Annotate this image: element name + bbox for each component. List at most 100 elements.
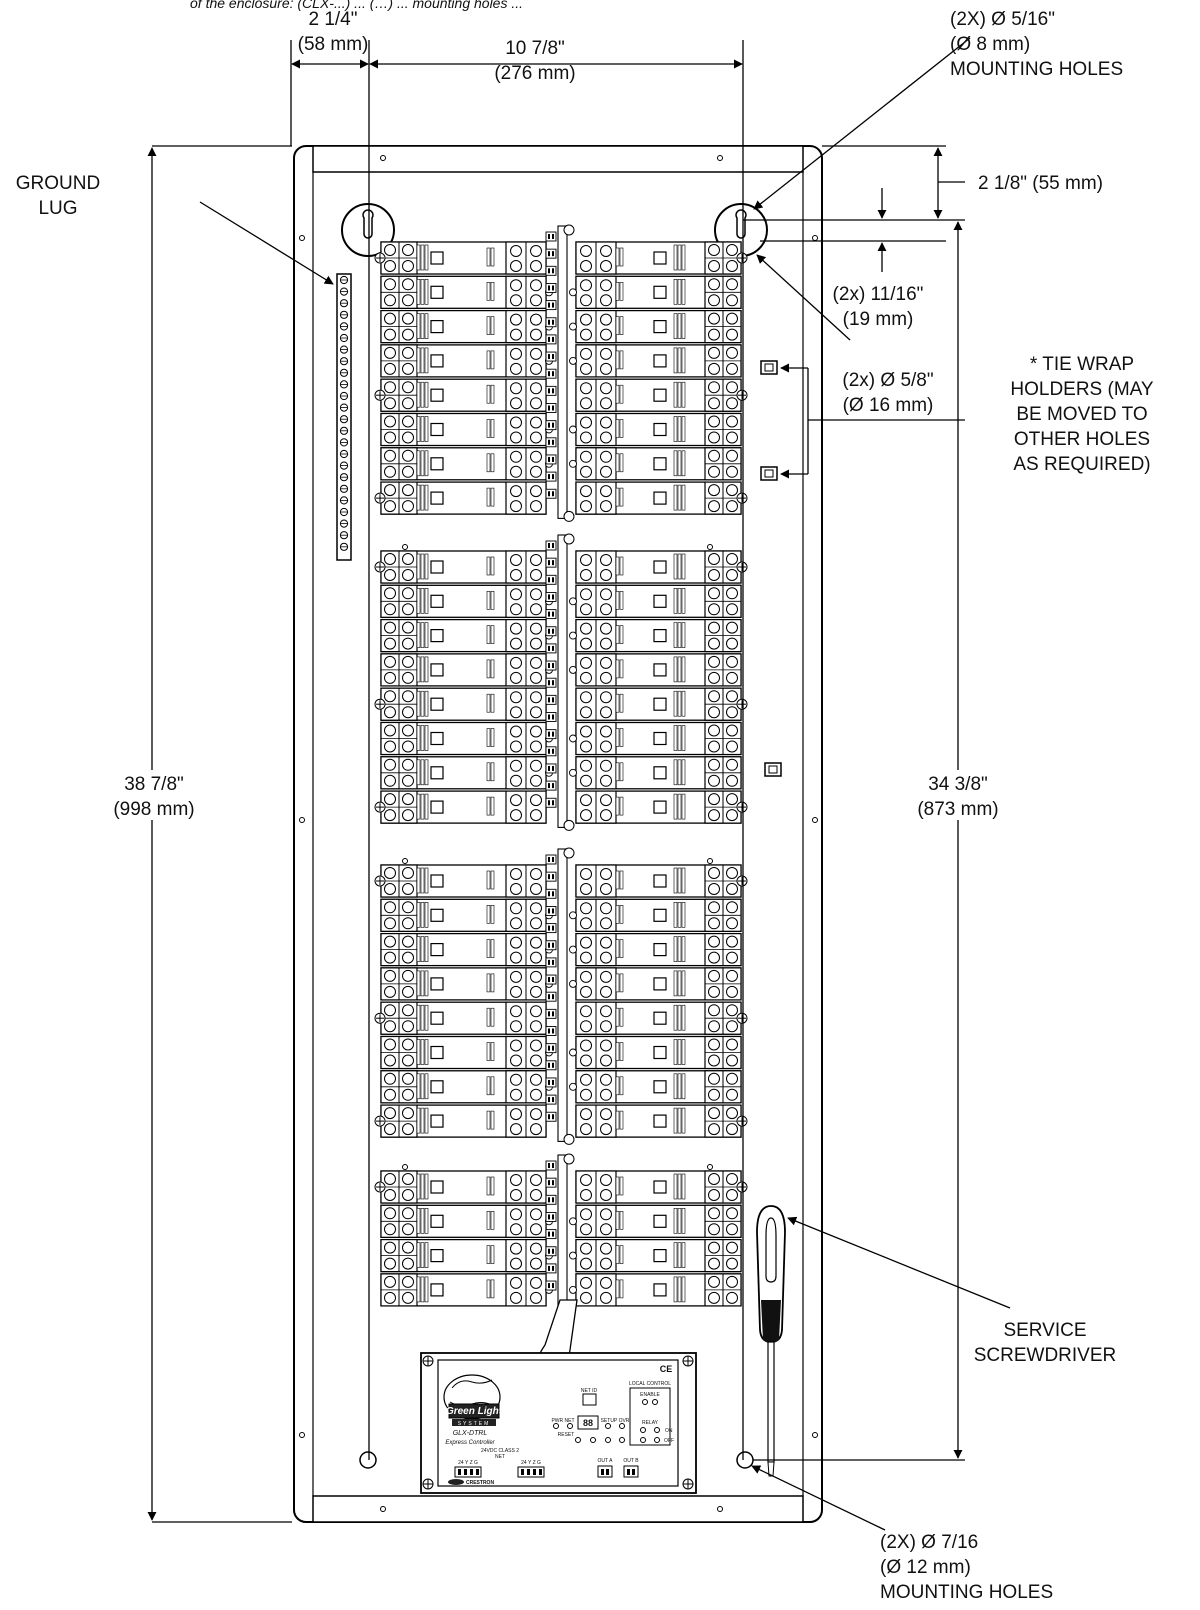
local-control-label: LOCAL CONTROL [629, 1381, 671, 1387]
header-caption: of the enclosure: (CLX-...) ... (…) ... … [190, 0, 523, 11]
relay-module [575, 481, 748, 515]
out-b-label: OUT B [623, 1458, 639, 1464]
relay-module [569, 721, 742, 756]
relay-module [380, 721, 553, 756]
top-holes-line1: (2X) Ø 5/16" [950, 9, 1055, 30]
relay-module [569, 275, 742, 309]
relay-module [575, 550, 748, 584]
ground-lug-bar [336, 273, 352, 561]
relay-module [569, 412, 742, 447]
relay-module [380, 584, 553, 618]
relay-module [569, 653, 742, 687]
dim-hole-height-mm: (873 mm) [917, 799, 998, 820]
screwdriver-line1: SERVICE [1003, 1320, 1086, 1341]
service-screwdriver [756, 1205, 786, 1477]
dim-slot-dia-mm: (Ø 16 mm) [843, 395, 934, 416]
relay-module [374, 864, 547, 898]
relay-module [380, 1070, 553, 1104]
ground-lug-line2: LUG [38, 198, 77, 219]
svg-text:88: 88 [583, 1418, 593, 1428]
screwdriver-line2: SCREWDRIVER [974, 1345, 1117, 1366]
relay-module [569, 1204, 742, 1238]
bus-rail [557, 534, 568, 828]
relay-module [374, 1001, 547, 1035]
express-controller: Green Light SYSTEM GLX-DTRL Express Cont… [420, 1352, 697, 1494]
relay-module [575, 1001, 748, 1035]
relay-module [380, 967, 553, 1001]
relay-module [380, 344, 553, 378]
relay-module [575, 790, 748, 824]
relay-module [380, 618, 553, 653]
relay-module [380, 447, 553, 481]
relay-module [569, 1070, 742, 1104]
relay-module [569, 898, 742, 932]
relay-module [575, 241, 748, 275]
tie-wrap-line4: OTHER HOLES [1014, 429, 1150, 450]
relay-module [380, 309, 553, 344]
relay-module [380, 653, 553, 687]
dim-slot-dia-in: (2x) Ø 5/8" [842, 370, 933, 391]
relay-module [569, 584, 742, 618]
relay-module [569, 932, 742, 967]
on-label: ON [665, 1428, 673, 1434]
pwr-net-label: PWR NET [551, 1418, 574, 1424]
relay-module [374, 1104, 547, 1138]
net-pins-2: 24 Y Z G [521, 1460, 541, 1466]
setup-label: SETUP OVR [601, 1418, 630, 1424]
controller-model: GLX-DTRL [453, 1430, 488, 1437]
relay-module [569, 618, 742, 653]
out-a-label: OUT A [598, 1458, 614, 1464]
dim-hole-spacing-in: 10 7/8" [505, 38, 565, 59]
relay-module [380, 275, 553, 309]
dim-left-offset-in: 2 1/4" [308, 9, 357, 30]
tie-wrap-line3: BE MOVED TO [1016, 404, 1147, 425]
relay-module [380, 1238, 553, 1273]
net-pins-1: 24 Y Z G [458, 1460, 478, 1466]
callout-labels: (2X) Ø 5/16" (Ø 8 mm) MOUNTING HOLES GRO… [16, 9, 1154, 1603]
center-bus [545, 224, 575, 1314]
relay-module [575, 1104, 748, 1138]
relay-module [575, 1170, 748, 1204]
relay-module [380, 756, 553, 790]
top-holes-line2: (Ø 8 mm) [950, 34, 1030, 55]
relay-module [380, 1273, 553, 1307]
dimension-labels: 2 1/4" (58 mm) 10 7/8" (276 mm) 2 1/8" (… [113, 9, 1103, 820]
dim-slot-length-in: (2x) 11/16" [833, 284, 924, 305]
dim-overall-height-in: 38 7/8" [124, 774, 184, 795]
relay-module [569, 1273, 742, 1307]
tie-wrap-holder [760, 466, 778, 481]
relay-module [374, 790, 547, 824]
reset-label: RESET [558, 1432, 575, 1438]
bus-rail [557, 848, 568, 1142]
bus-rail [557, 1154, 568, 1311]
relay-module [575, 864, 748, 898]
relay-module [374, 481, 547, 515]
tie-wrap-line1: * TIE WRAP [1030, 354, 1134, 375]
class2-label: 24VDC CLASS 2 [481, 1448, 519, 1454]
relay-module [380, 932, 553, 967]
relay-module [569, 309, 742, 344]
bottom-holes-line2: (Ø 12 mm) [880, 1557, 971, 1578]
dim-hole-height-in: 34 3/8" [928, 774, 988, 795]
relay-module [569, 967, 742, 1001]
ground-lug-line1: GROUND [16, 173, 100, 194]
relay-module [575, 378, 748, 412]
dim-left-offset-mm: (58 mm) [298, 34, 369, 55]
bottom-left-hole [359, 1451, 377, 1469]
dim-slot-length-mm: (19 mm) [843, 309, 914, 330]
top-holes-line3: MOUNTING HOLES [950, 59, 1123, 80]
net-id-label: NET ID [581, 1388, 598, 1394]
relay-module [569, 344, 742, 378]
tie-wrap-line2: HOLDERS (MAY [1010, 379, 1154, 400]
relay-module [569, 1035, 742, 1070]
ce-mark: CE [660, 1364, 673, 1374]
relay-module [380, 1204, 553, 1238]
bottom-right-hole [736, 1451, 754, 1469]
controller-series: SYSTEM [458, 1421, 491, 1427]
tie-wrap-holder [764, 762, 782, 777]
dimension-lines [147, 37, 1011, 1531]
dim-top-offset: 2 1/8" (55 mm) [978, 173, 1103, 194]
relay-module [380, 898, 553, 932]
relay-module [374, 550, 547, 584]
